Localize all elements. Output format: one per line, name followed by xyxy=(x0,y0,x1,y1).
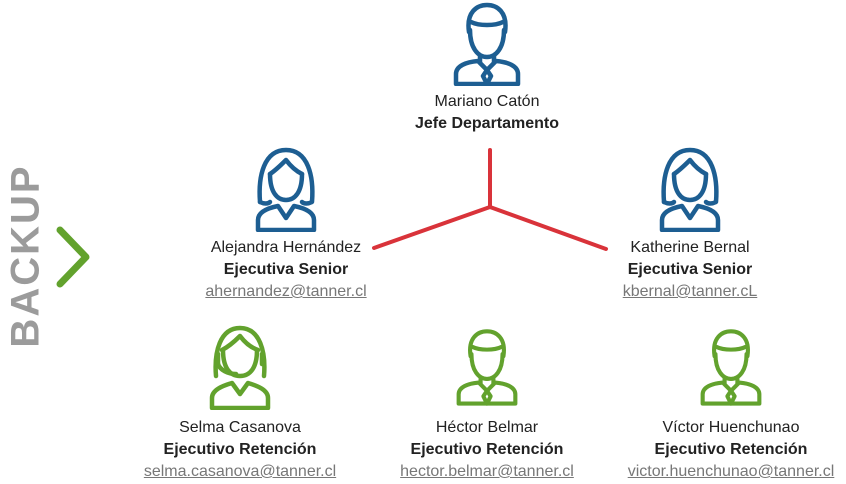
female-person-icon xyxy=(659,147,721,232)
person-card-retention-3: Víctor Huenchunao Ejecutivo Retención vi… xyxy=(606,324,846,483)
person-name: Víctor Huenchunao xyxy=(662,419,800,436)
person-card-retention-2: Héctor Belmar Ejecutivo Retención hector… xyxy=(367,324,607,483)
person-name: Héctor Belmar xyxy=(435,419,539,436)
chevron-right-icon xyxy=(56,226,90,288)
person-card-senior-right: Katherine Bernal Ejecutiva Senior kberna… xyxy=(570,146,810,303)
backup-side-label: BACKUP xyxy=(3,164,48,348)
person-email-link[interactable]: kbernal@tanner.cL xyxy=(622,283,758,300)
female-person-icon xyxy=(255,147,317,232)
person-name: Katherine Bernal xyxy=(630,239,750,256)
person-card-retention-1: Selma Casanova Ejecutivo Retención selma… xyxy=(120,324,360,483)
person-email-link[interactable]: selma.casanova@tanner.cl xyxy=(143,463,337,480)
female-headset-person-icon xyxy=(209,325,271,410)
person-role: Ejecutivo Retención xyxy=(654,441,808,458)
male-person-icon xyxy=(456,329,518,406)
backup-label-text: BACKUP xyxy=(3,164,48,348)
person-email-link[interactable]: ahernandez@tanner.cl xyxy=(205,283,367,300)
person-role: Ejecutivo Retención xyxy=(410,441,564,458)
male-person-icon xyxy=(700,329,762,406)
person-role: Ejecutiva Senior xyxy=(223,261,349,278)
person-card-senior-left: Alejandra Hernández Ejecutiva Senior ahe… xyxy=(166,146,406,303)
person-role: Ejecutiva Senior xyxy=(627,261,753,278)
person-email-link[interactable]: victor.huenchunao@tanner.cl xyxy=(627,463,835,480)
person-name: Selma Casanova xyxy=(179,419,301,436)
male-person-icon xyxy=(453,2,521,86)
person-name: Mariano Catón xyxy=(434,93,540,110)
person-name: Alejandra Hernández xyxy=(210,239,362,256)
person-role: Ejecutivo Retención xyxy=(163,441,317,458)
person-card-head: Mariano Catón Jefe Departamento xyxy=(367,2,607,135)
person-email-link[interactable]: hector.belmar@tanner.cl xyxy=(400,463,574,480)
person-role: Jefe Departamento xyxy=(414,115,560,132)
